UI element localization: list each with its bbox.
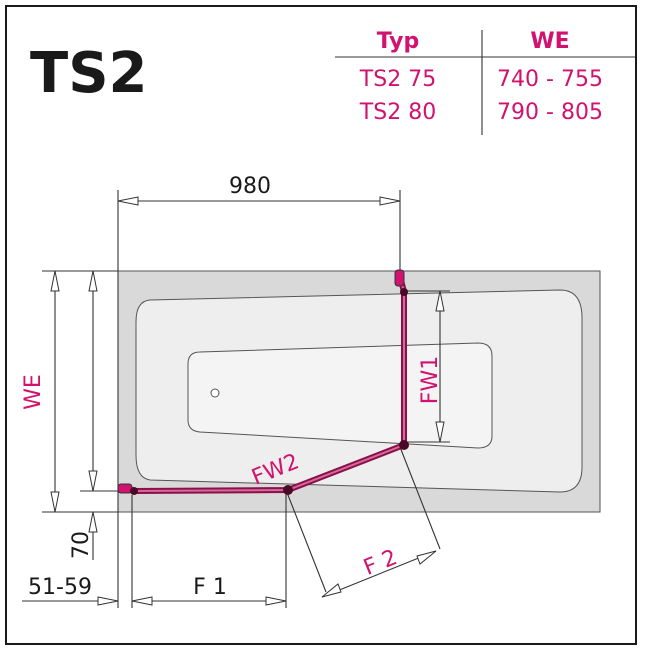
arrow-f2-top <box>416 550 437 565</box>
arrow-f2-bottom <box>321 583 342 598</box>
extension-line-f2-a <box>285 489 327 593</box>
arrow-980-right <box>379 196 401 206</box>
arrow-f1-left <box>131 596 153 606</box>
arrow-inner-bottom <box>88 470 98 492</box>
arrow-we-top <box>50 270 60 292</box>
dimension-f2-label: F 2 <box>360 545 401 581</box>
dimension-f1-label: F 1 <box>193 575 227 600</box>
wall-profile-top <box>394 269 405 287</box>
extension-line-f2-b <box>399 446 441 550</box>
bathtub-floor <box>187 342 493 449</box>
arrow-51-59 <box>97 596 119 606</box>
drain-icon <box>210 388 220 398</box>
dimension-70-label: 70 <box>69 531 94 559</box>
wall-profile-left <box>117 483 133 494</box>
hinge-left <box>130 487 138 495</box>
dimension-we-label: WE <box>21 374 46 410</box>
dimension-fw1-label: FW1 <box>418 356 443 404</box>
arrow-inner-top <box>88 270 98 292</box>
hinge-middle <box>283 485 293 495</box>
arrow-f1-right <box>265 596 287 606</box>
dimension-51-59-label: 51-59 <box>28 575 92 600</box>
shower-screen <box>117 269 409 495</box>
table-cell-typ-2: TS2 80 <box>359 100 436 125</box>
arrow-fw1-bottom <box>435 421 445 443</box>
arrow-980-left <box>117 196 139 206</box>
dimension-line-f2 <box>321 550 437 598</box>
table-header-we: WE <box>530 29 569 54</box>
table-cell-we-1: 740 - 755 <box>497 67 603 92</box>
arrow-70 <box>88 511 98 533</box>
hinge-corner <box>399 440 409 450</box>
table-cell-we-2: 790 - 805 <box>497 100 603 125</box>
model-title: TS2 <box>30 41 148 106</box>
arrow-we-bottom <box>50 491 60 513</box>
hinge-top <box>400 288 408 296</box>
type-table: Typ WE TS2 75 740 - 755 TS2 80 790 - 805 <box>335 29 635 135</box>
dimension-980-label: 980 <box>229 174 271 199</box>
table-header-typ: Typ <box>377 29 420 54</box>
table-cell-typ-1: TS2 75 <box>359 67 436 92</box>
arrow-fw1-top <box>435 290 445 312</box>
